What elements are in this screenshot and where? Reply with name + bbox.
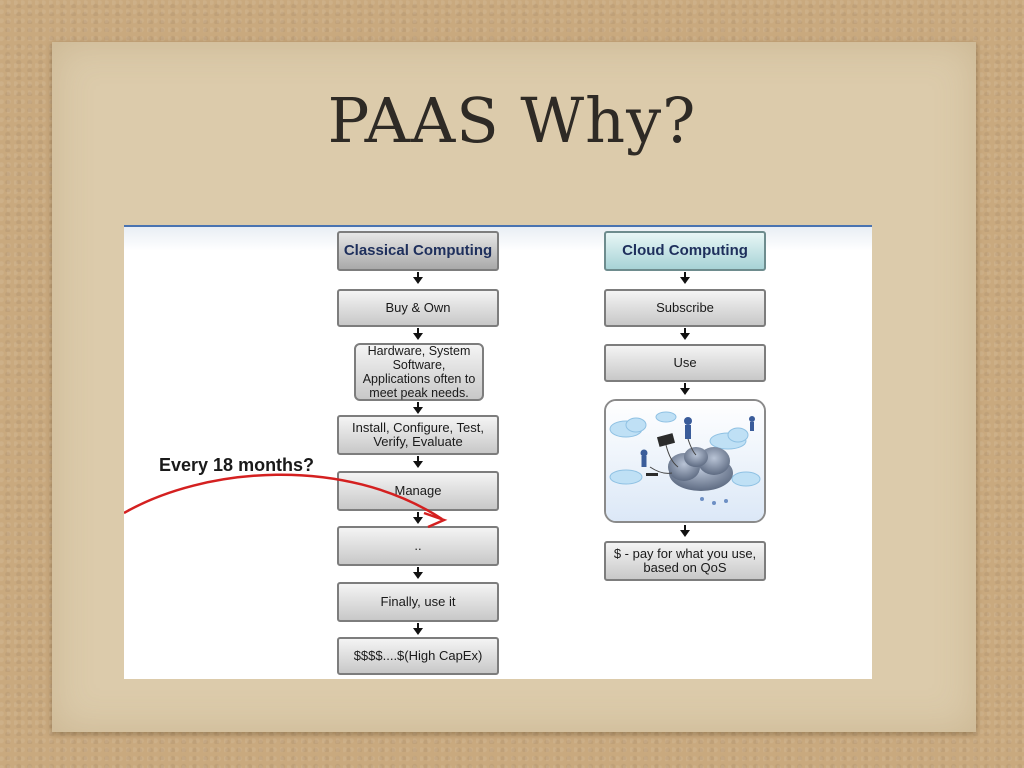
step-pay-per-use: $ - pay for what you use, based on QoS [604,541,766,581]
arrow-stem [417,328,419,333]
arrow-stem [417,623,419,628]
arrow-down-icon [413,517,423,524]
arrow-down-icon [680,277,690,284]
arrow-stem [417,512,419,517]
cloud-header: Cloud Computing [604,231,766,271]
cloud-illustration [604,399,766,523]
arrow-stem [684,525,686,530]
cloud-people-icon [606,401,764,521]
arrow-down-icon [413,333,423,340]
arrow-stem [684,272,686,277]
arrow-down-icon [413,277,423,284]
arrow-down-icon [413,572,423,579]
arrow-down-icon [413,407,423,414]
step-hardware: Hardware, System Software, Applications … [354,343,484,401]
step-capex: $$$$....$(High CapEx) [337,637,499,675]
step-install: Install, Configure, Test, Verify, Evalua… [337,415,499,455]
arrow-down-icon [680,530,690,537]
classical-header: Classical Computing [337,231,499,271]
red-curve-arrow-icon [124,473,448,529]
step-use: Use [604,344,766,382]
step-buy-own: Buy & Own [337,289,499,327]
arrow-stem [417,402,419,407]
arrow-stem [417,567,419,572]
arrow-stem [417,456,419,461]
arrow-stem [417,272,419,277]
every-18-months-label: Every 18 months? [159,455,315,475]
arrow-down-icon [680,388,690,395]
diagram-image: Classical Computing Buy & Own Hardware, … [124,225,872,679]
step-subscribe: Subscribe [604,289,766,327]
arrow-down-icon [413,628,423,635]
arrow-down-icon [680,333,690,340]
arrow-stem [684,328,686,333]
arrow-down-icon [413,461,423,468]
step-use-it: Finally, use it [337,582,499,622]
step-ellipsis: .. [337,526,499,566]
slide-title: PAAS Why? [327,84,697,157]
arrow-stem [684,383,686,388]
